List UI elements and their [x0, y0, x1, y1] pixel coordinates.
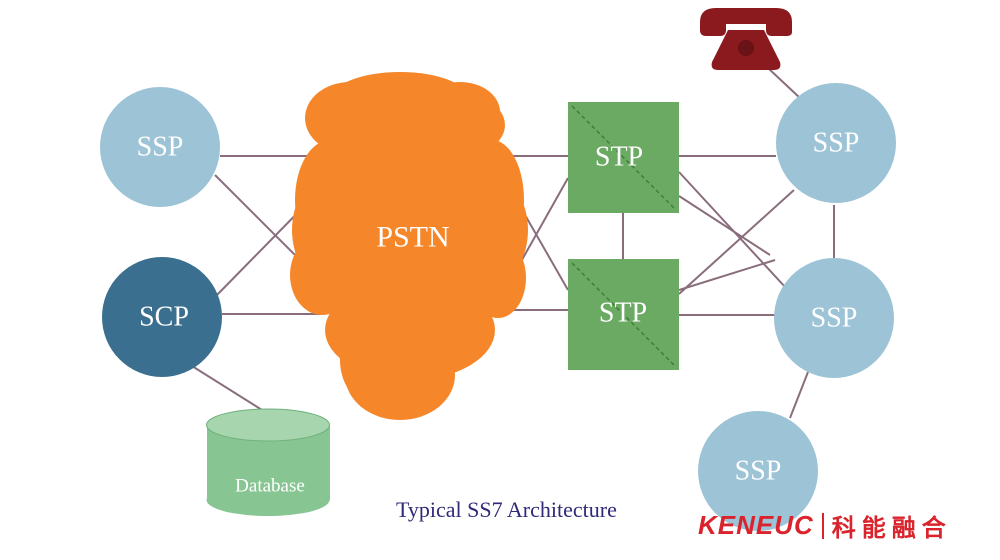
pstn-label: PSTN	[376, 221, 449, 254]
database-cylinder	[206, 408, 330, 516]
ssp-right-bottom-node	[698, 411, 818, 531]
stp-bottom-label: STP	[599, 298, 647, 329]
logo-chinese: 科能融合	[831, 514, 952, 542]
logo-latin: KENEUC	[698, 510, 814, 540]
link-stp-top-ssp-rb	[678, 195, 771, 256]
stp-top-label: STP	[595, 142, 643, 173]
link-ssp-rm-ssp-rb	[789, 371, 809, 419]
ssp-right-top-label: SSP	[813, 128, 860, 159]
pstn-cloud	[290, 72, 528, 420]
ssp-right-mid-node	[774, 258, 894, 378]
stp-bottom-node	[568, 259, 679, 370]
link-scp-database	[191, 365, 271, 416]
ssp-left-label: SSP	[137, 132, 184, 163]
ssp-right-mid-label: SSP	[811, 303, 858, 334]
ssp-left-node	[100, 87, 220, 207]
stp-top-node	[568, 102, 679, 213]
telephone-icon	[700, 8, 792, 70]
link-stp-bottom-ssp-rb	[678, 259, 776, 291]
logo-divider	[821, 512, 824, 539]
ssp-right-top-node	[776, 83, 896, 203]
link-stp-bottom-ssp-rt	[678, 189, 795, 295]
ssp-right-bottom-label: SSP	[735, 456, 782, 487]
scp-label: SCP	[139, 302, 189, 333]
database-label: Database	[235, 476, 305, 497]
scp-node	[102, 257, 222, 377]
diagram-caption: Typical SS7 Architecture	[396, 497, 617, 522]
brand-logo: KENEUC 科能融合	[698, 508, 952, 543]
link-phone-ssp-rt	[767, 67, 801, 99]
